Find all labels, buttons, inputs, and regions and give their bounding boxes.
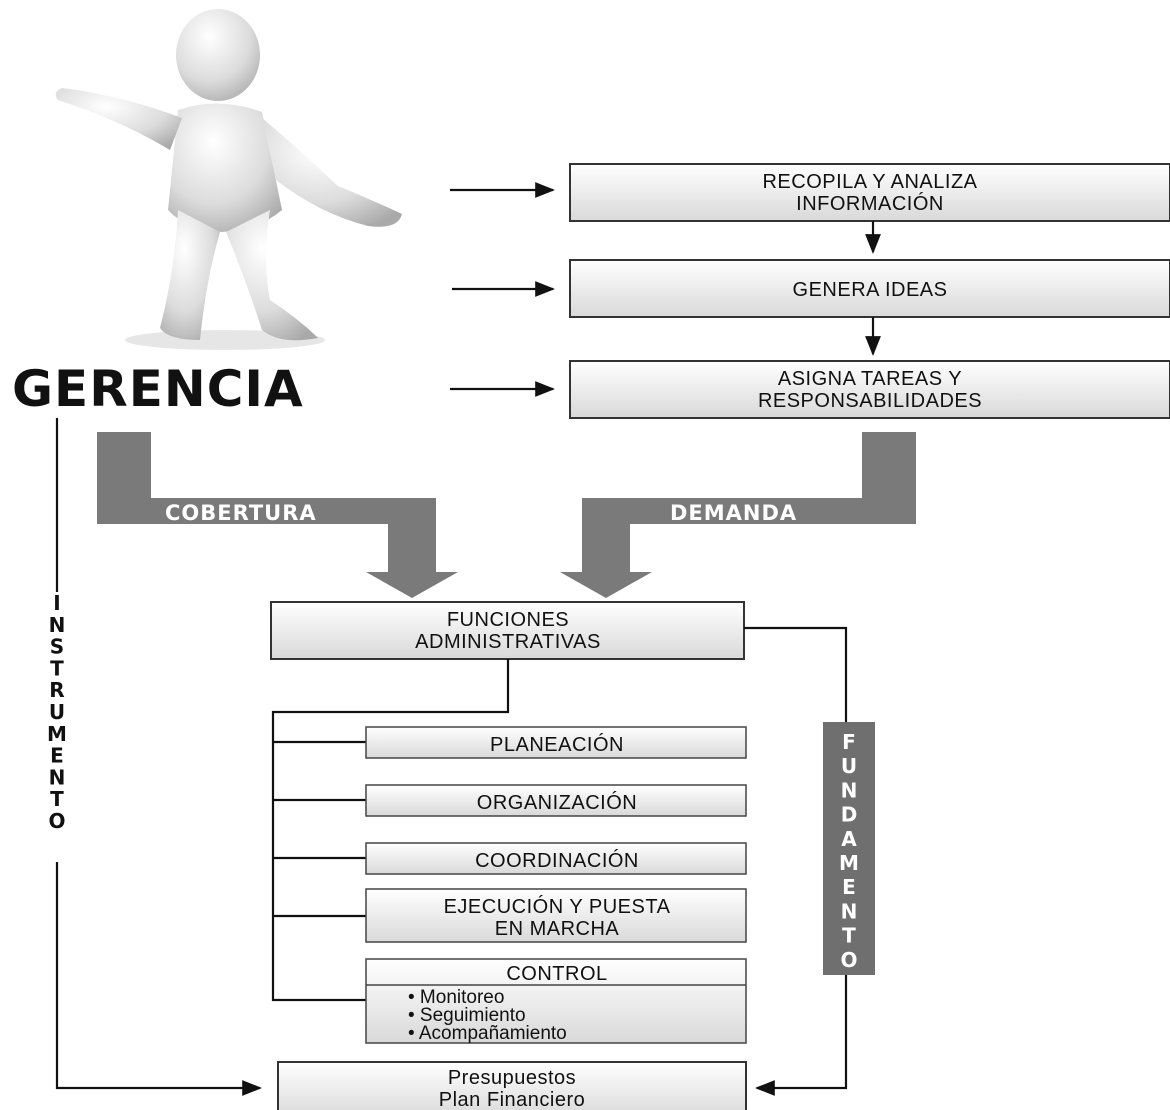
function-box-ejecucion: EJECUCIÓN Y PUESTA EN MARCHA xyxy=(365,888,747,943)
vertical-letter: A xyxy=(841,827,857,851)
function-label: EJECUCIÓN Y PUESTA xyxy=(444,895,671,918)
vertical-letter: N xyxy=(49,765,66,789)
vertical-letter: N xyxy=(841,899,858,923)
vertical-letter: O xyxy=(48,809,65,833)
cobertura-arrow xyxy=(97,432,458,598)
bottom-label-line: Plan Financiero xyxy=(439,1089,585,1110)
vertical-letter: U xyxy=(49,700,65,724)
vertical-letter: E xyxy=(842,875,856,899)
central-label-line: ADMINISTRATIVAS xyxy=(415,631,601,653)
instrumento-line-bottom xyxy=(55,862,262,1096)
functions-bracket xyxy=(271,659,510,1002)
control-item: • Monitoreo xyxy=(408,987,504,1008)
page-title: GERENCIA xyxy=(12,360,304,418)
fundamento-line-bottom xyxy=(755,975,848,1096)
vertical-letter: T xyxy=(50,656,64,680)
control-title: CONTROL xyxy=(506,963,607,985)
function-box-organizacion: ORGANIZACIÓN xyxy=(365,784,747,817)
vertical-letter: M xyxy=(47,722,67,746)
vertical-letter: M xyxy=(839,851,859,875)
vertical-letter: U xyxy=(841,754,857,778)
function-label: ORGANIZACIÓN xyxy=(477,791,637,814)
vertical-letter: N xyxy=(49,613,66,637)
function-box-coordinacion: COORDINACIÓN xyxy=(365,842,747,875)
bottom-label-line: Presupuestos xyxy=(448,1067,576,1089)
vertical-letter: O xyxy=(840,948,857,972)
vertical-letter: T xyxy=(842,924,856,948)
vertical-letter: F xyxy=(842,730,856,754)
central-label-line: FUNCIONES xyxy=(447,609,569,631)
presupuestos-box: Presupuestos Plan Financiero xyxy=(277,1061,747,1110)
demanda-arrow xyxy=(560,432,916,598)
step-label-line: INFORMACIÓN xyxy=(796,192,944,215)
vertical-letter: I xyxy=(53,591,60,615)
demanda-label: DEMANDA xyxy=(670,501,797,525)
step-label-line: RECOPILA Y ANALIZA xyxy=(762,171,977,193)
step-box-asigna-tareas: ASIGNA TAREAS Y RESPONSABILIDADES xyxy=(569,360,1170,419)
step-box-genera-ideas: GENERA IDEAS xyxy=(569,259,1170,318)
function-label: PLANEACIÓN xyxy=(490,733,624,756)
vertical-letter: T xyxy=(50,787,64,811)
cobertura-label: COBERTURA xyxy=(165,501,317,525)
step-box-recopila: RECOPILA Y ANALIZA INFORMACIÓN xyxy=(569,163,1170,222)
control-item: • Acompañamiento xyxy=(408,1023,567,1044)
fundamento-band xyxy=(823,722,875,975)
function-box-planeacion: PLANEACIÓN xyxy=(365,726,747,759)
step-label-line: RESPONSABILIDADES xyxy=(758,390,982,412)
step-label-line: GENERA IDEAS xyxy=(793,279,948,301)
control-item: • Seguimiento xyxy=(408,1005,526,1026)
vertical-letter: E xyxy=(50,744,64,768)
control-box: CONTROL • Monitoreo • Seguimiento • Acom… xyxy=(365,958,747,1044)
funciones-administrativas-box: FUNCIONES ADMINISTRATIVAS xyxy=(270,601,745,660)
vertical-letter: S xyxy=(50,635,64,659)
step-label-line: ASIGNA TAREAS Y xyxy=(778,368,962,390)
function-label: EN MARCHA xyxy=(495,918,620,940)
vertical-letter: N xyxy=(841,778,858,802)
function-label: COORDINACIÓN xyxy=(475,849,639,872)
presenter-figure-icon xyxy=(55,9,402,350)
vertical-letter: R xyxy=(49,678,64,702)
vertical-letter: D xyxy=(841,803,858,827)
fundamento-line-top xyxy=(744,626,848,722)
